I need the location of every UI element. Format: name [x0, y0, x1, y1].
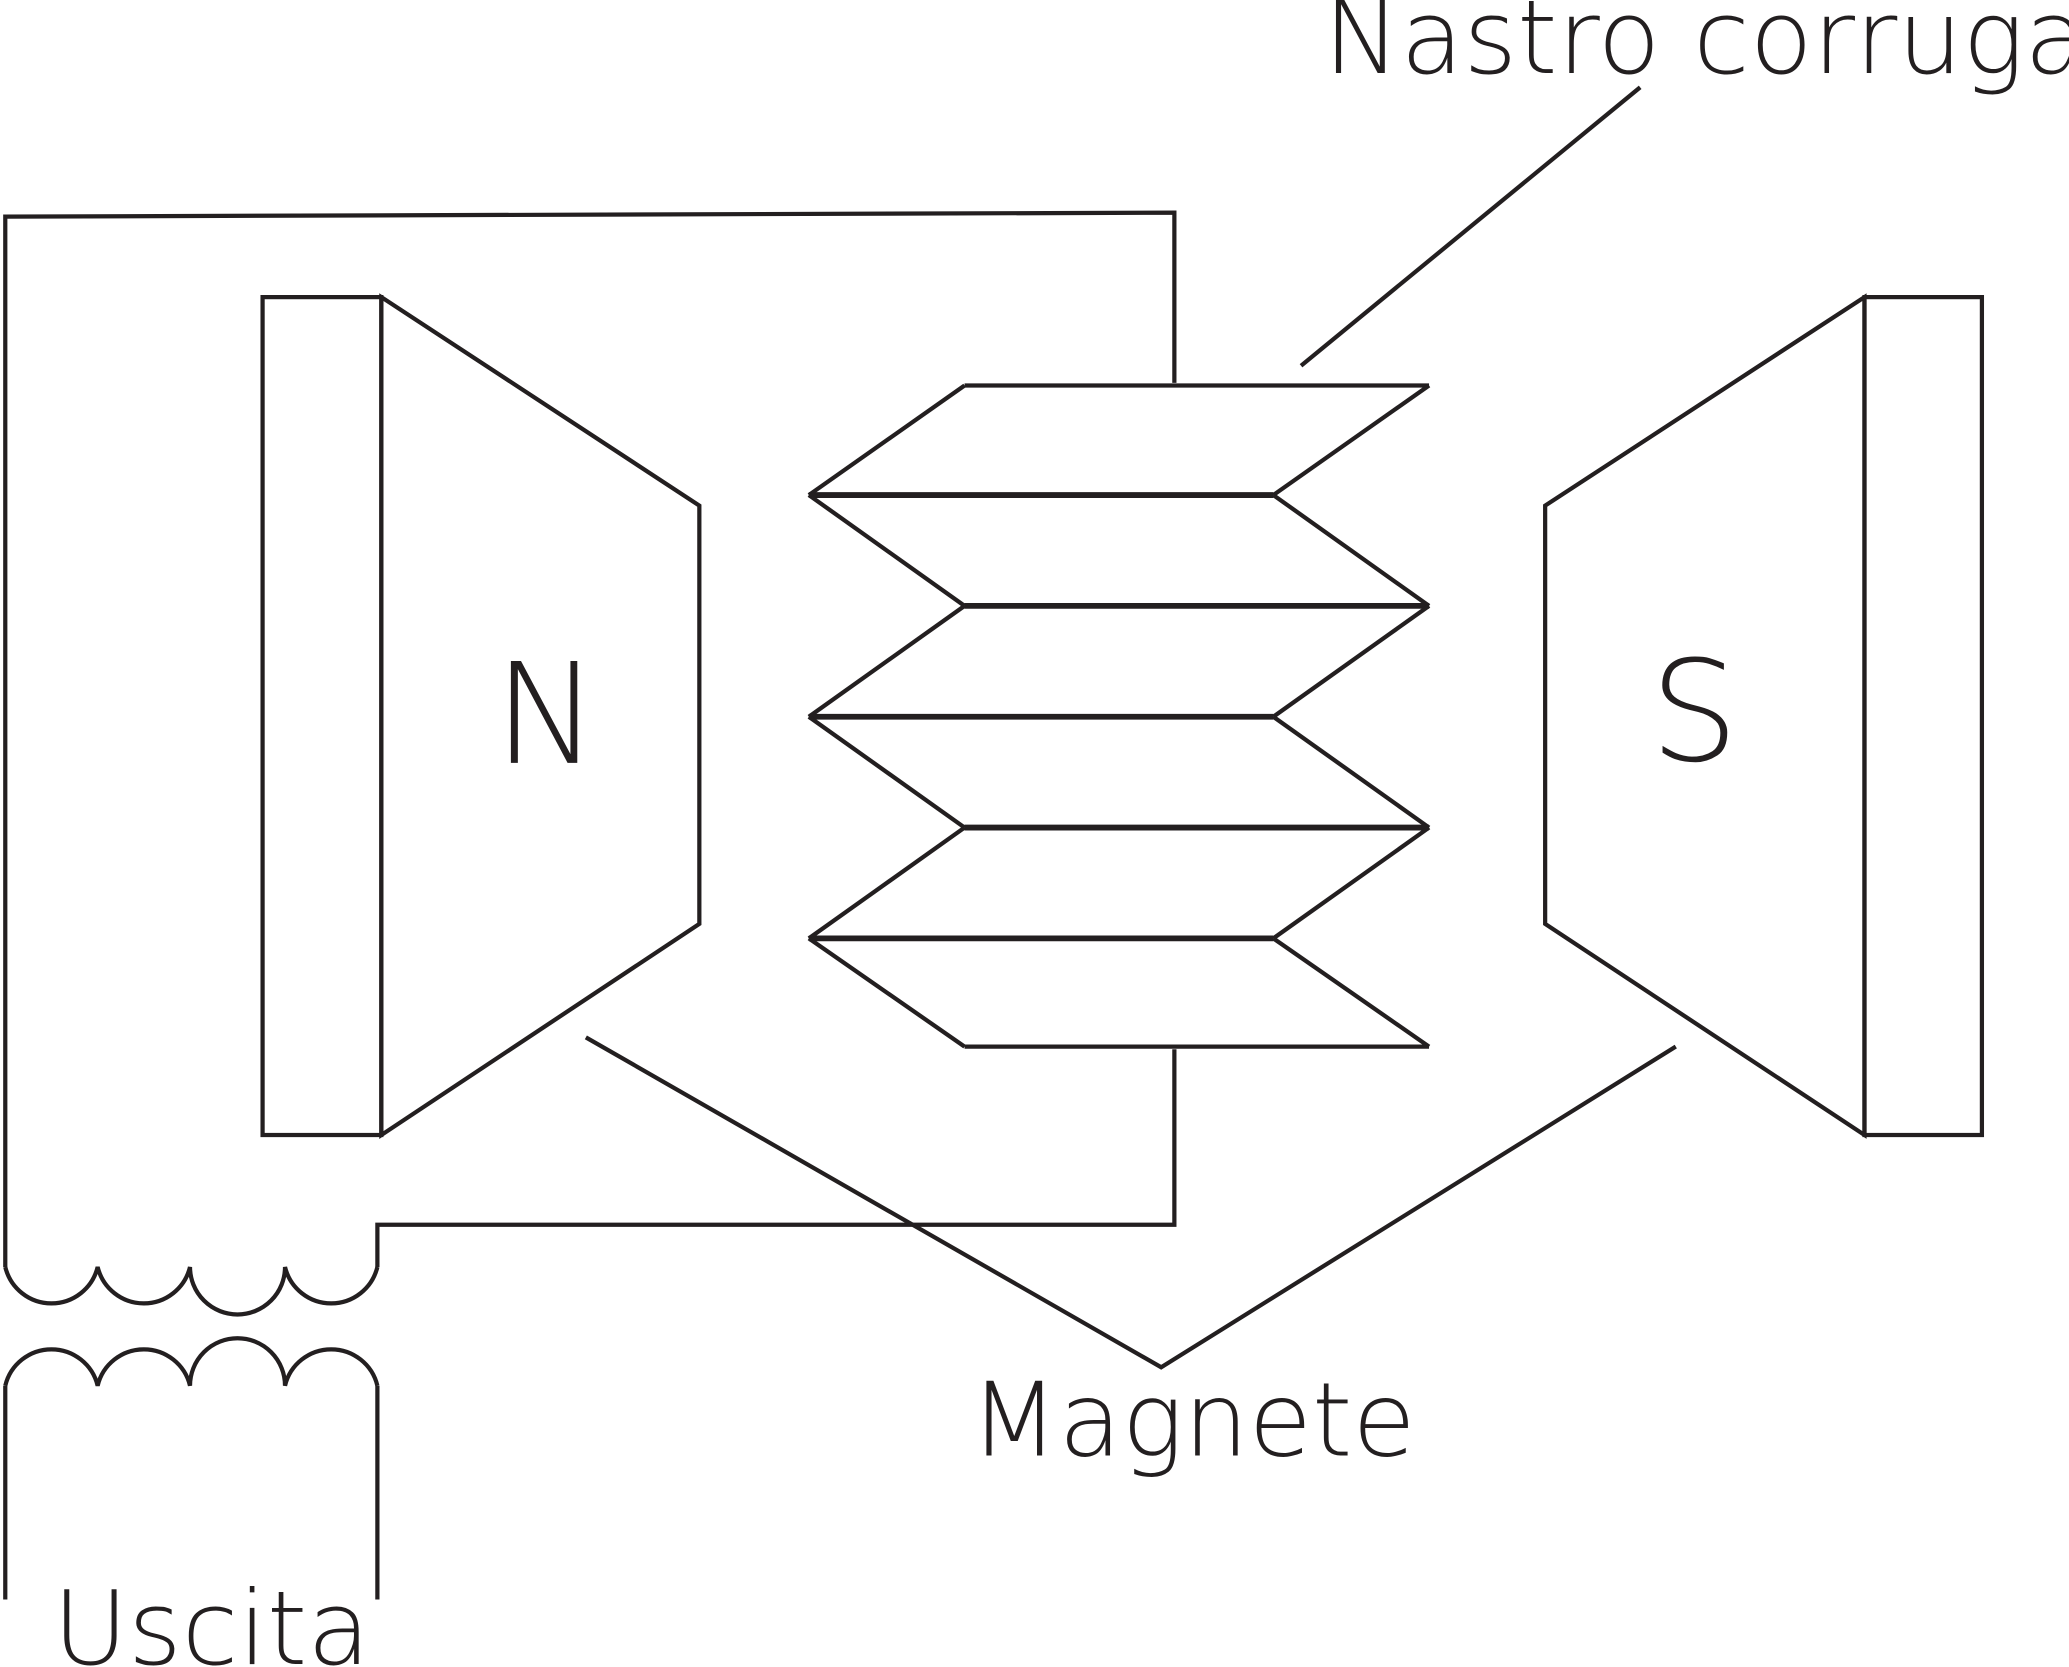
ribbon-label: Nastro corrugato	[1323, 0, 2069, 98]
magnet-label: Magnete	[970, 1361, 1416, 1481]
north-pole-piece	[379, 293, 702, 1139]
transformer-secondary-coil	[3, 1336, 380, 1387]
output-wire-left	[3, 210, 1177, 1267]
north-pole-label: N	[494, 633, 599, 796]
south-pole-label: S	[1650, 630, 1739, 793]
south-magnet-back-plate	[1862, 295, 1985, 1138]
output-label: Uscita	[53, 1569, 371, 1667]
north-magnet-back-plate	[260, 295, 384, 1138]
magnet-leader-line	[584, 1035, 1677, 1370]
corrugated-ribbon	[807, 383, 1431, 1049]
south-pole-piece	[1543, 293, 1867, 1139]
ribbon-leader-line	[1299, 85, 1642, 368]
transformer-primary-coil	[3, 1266, 380, 1317]
output-wire-right	[375, 1049, 1177, 1267]
